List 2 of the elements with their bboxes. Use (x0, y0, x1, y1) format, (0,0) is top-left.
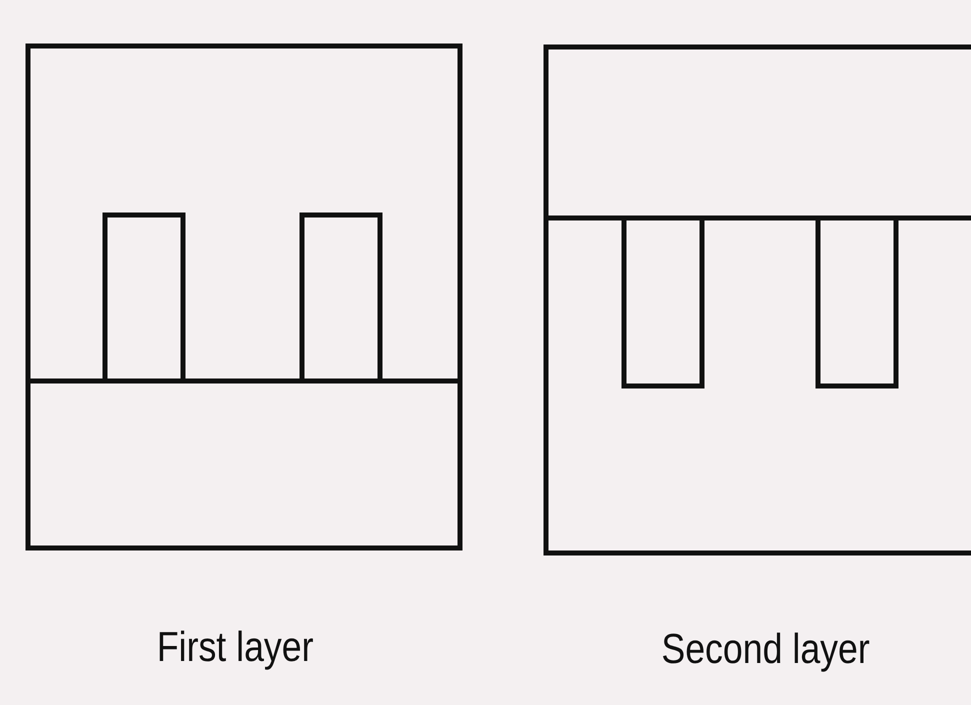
layer-caption: Second layer (660, 625, 870, 673)
layer-caption: First layer (156, 623, 314, 671)
